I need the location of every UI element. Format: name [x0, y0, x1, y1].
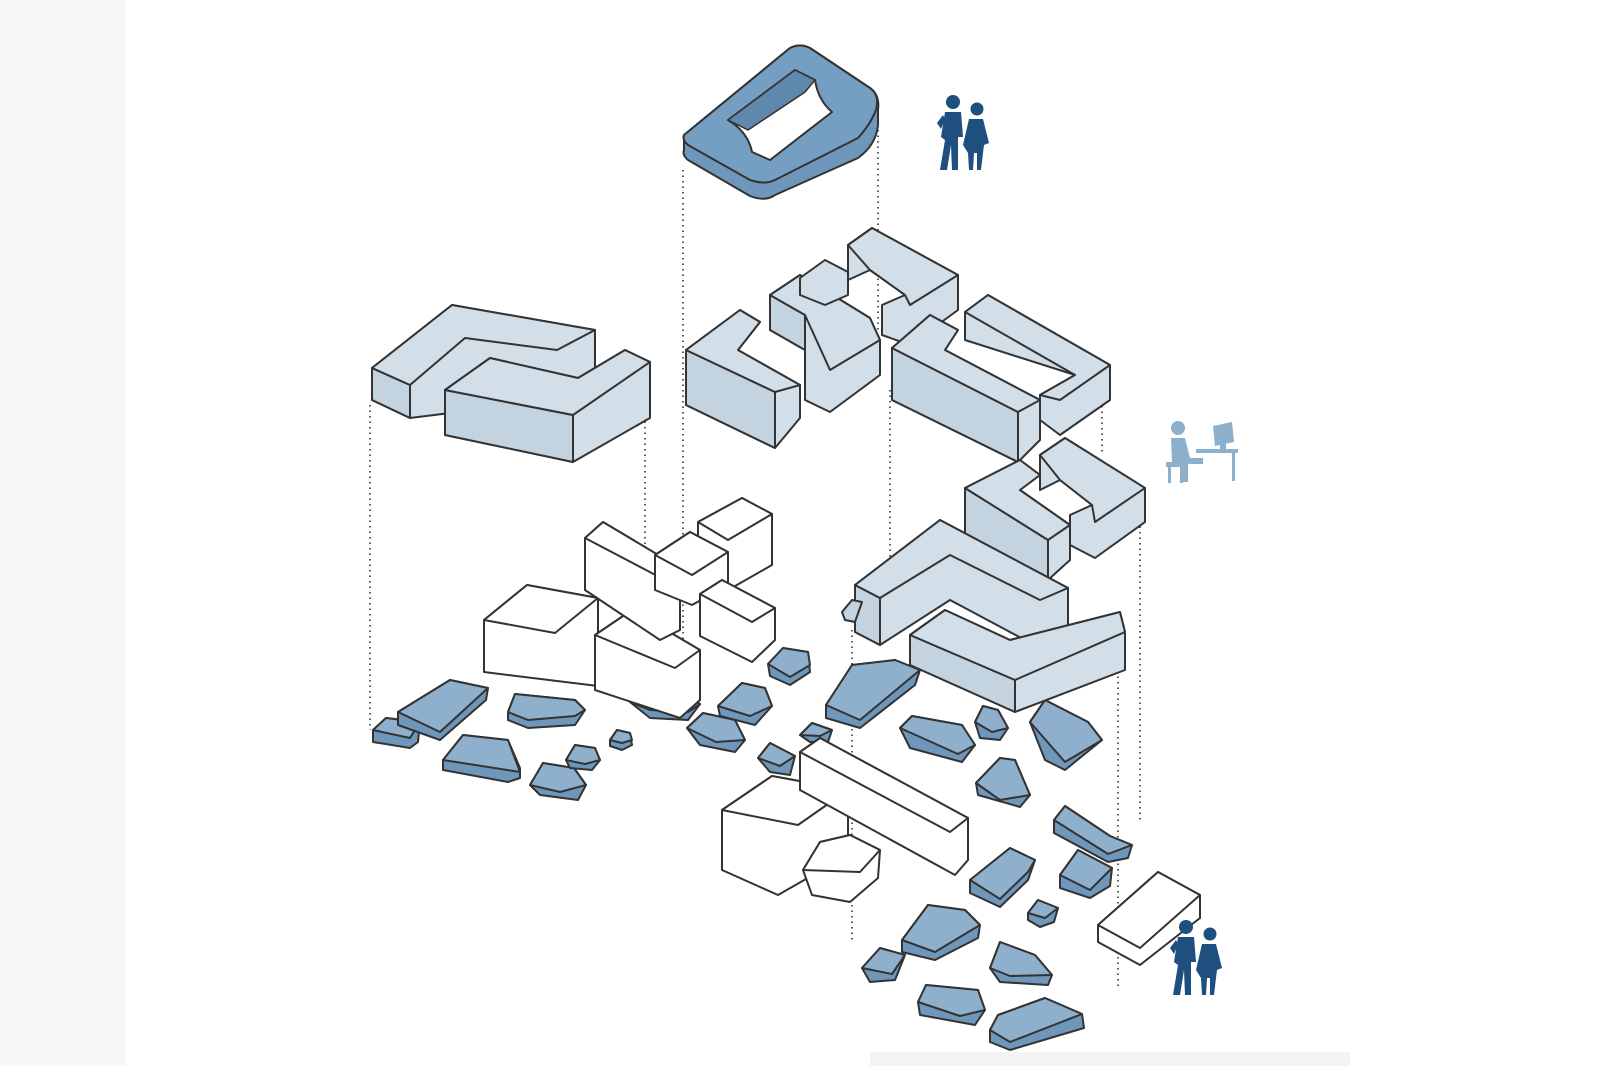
office-block: [799, 259, 849, 306]
base-buildings: [483, 497, 1201, 966]
office-block: [841, 599, 863, 623]
ground-pad: [507, 693, 586, 729]
ground-pad: [1059, 849, 1113, 899]
pedestrian-couple-icon: [1170, 920, 1222, 995]
upper-blocks: [371, 227, 1146, 713]
ground-pad: [757, 742, 796, 776]
office-block: [964, 294, 1111, 436]
ground-pad: [767, 647, 811, 686]
ground-pad: [899, 715, 976, 763]
base-building: [799, 737, 969, 876]
ground-pad: [686, 712, 746, 753]
ground-pad: [1029, 699, 1103, 771]
office-block: [1039, 437, 1146, 559]
ground-pad: [565, 744, 601, 771]
base-building: [802, 834, 881, 903]
ground-pad: [799, 722, 833, 743]
ground-pad: [989, 997, 1085, 1051]
office-block: [685, 309, 801, 449]
office-block: [444, 349, 651, 463]
base-building: [594, 609, 701, 719]
ground-pad: [609, 729, 633, 751]
ground-pad: [975, 757, 1031, 808]
ground-pad: [529, 762, 587, 801]
left-margin-band: [0, 0, 126, 1066]
ground-pads: [372, 647, 1133, 1051]
base-building: [1097, 871, 1201, 966]
office-block: [769, 274, 881, 413]
pedestrian-couple-icon: [937, 95, 989, 170]
ground-pad: [1027, 899, 1059, 928]
bottom-margin-band: [870, 1052, 1350, 1066]
office-block: [964, 459, 1071, 581]
ground-pad: [1053, 805, 1133, 863]
office-block: [891, 314, 1041, 463]
rooftop-ring: [682, 44, 880, 200]
ground-pad: [397, 679, 489, 741]
office-block: [909, 609, 1126, 713]
ground-pad: [969, 847, 1036, 908]
ground-pad: [917, 984, 986, 1026]
ground-pad: [717, 682, 773, 726]
office-worker-icon: [1166, 421, 1238, 483]
base-building: [699, 579, 776, 663]
ground-pad: [974, 705, 1009, 741]
base-building: [483, 584, 599, 687]
ground-pad: [861, 947, 906, 983]
ground-pad: [901, 904, 981, 961]
ground-pad: [989, 941, 1053, 986]
ground-pad: [825, 659, 921, 729]
ground-pad: [442, 734, 521, 783]
